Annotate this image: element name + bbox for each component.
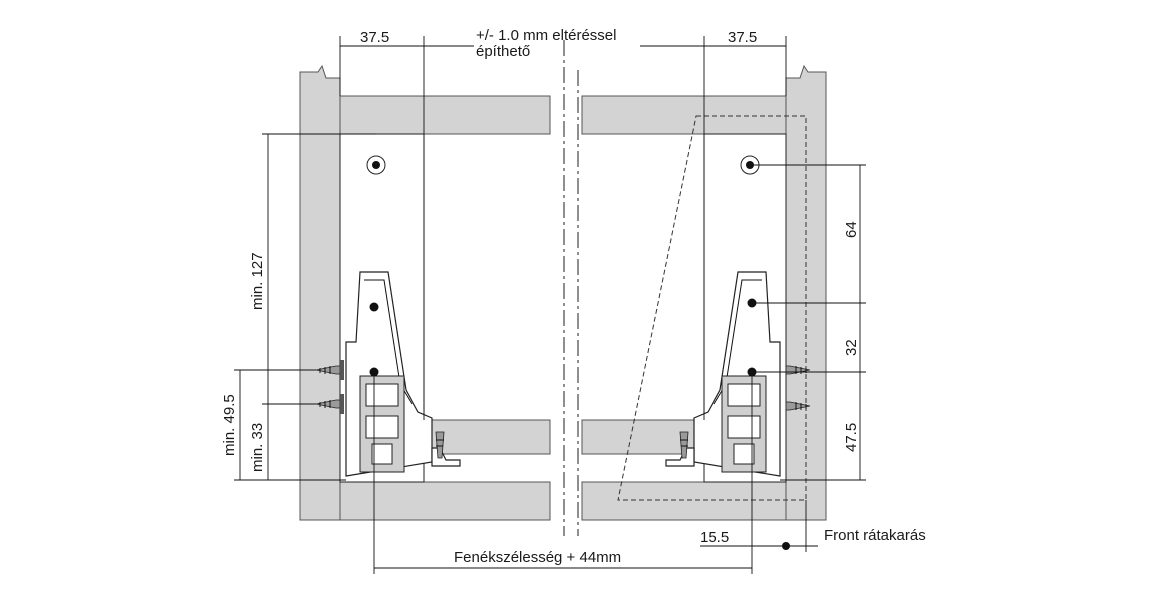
label-right-offset: 37.5 [728,29,757,46]
label-15-5: 15.5 [700,529,729,546]
label-tolerance-2: építhető [476,43,530,60]
right-top-rail [581,95,787,135]
left-cabinet [299,64,551,521]
front-overlay-outline [617,115,807,501]
right-bottom-panel [581,481,787,521]
label-min-49-5: min. 49.5 [221,394,238,456]
left-hole-lower [369,367,379,377]
right-bracket-inner-edge [713,279,762,405]
left-runner-box-3 [371,443,393,465]
right-runner-box-2 [727,415,761,439]
left-runner-box-1 [365,383,399,407]
label-bottom-width: Fenékszélesség + 44mm [454,549,621,566]
label-min-33: min. 33 [249,423,266,472]
dimension-lines [234,36,866,574]
label-left-offset: 37.5 [360,29,389,46]
front-dot [782,542,790,550]
left-screw-1 [315,360,344,380]
label-tolerance-1: +/- 1.0 mm eltéréssel [476,27,616,44]
dimension-labels: 37.5 37.5 +/- 1.0 mm eltéréssel építhető… [221,27,926,566]
right-runner-box-3 [733,443,755,465]
left-drawer-bottom [423,419,551,455]
left-hole-upper [369,302,379,312]
label-47-5: 47.5 [843,423,860,452]
right-screw-3 [679,431,689,459]
left-screw-2 [315,394,344,414]
left-bottom-panel [339,481,551,521]
label-min-127: min. 127 [249,252,266,310]
left-top-hole [372,161,380,169]
left-runner-box-2 [365,415,399,439]
label-64: 64 [843,221,860,238]
left-screw-3 [435,431,445,459]
left-bracket-inner-edge [364,279,413,405]
label-32: 32 [843,339,860,356]
label-front: Front rátakarás [824,527,926,544]
right-runner-box-1 [727,383,761,407]
right-cabinet [581,64,827,521]
left-top-rail [339,95,551,135]
right-screw-2 [785,401,811,411]
